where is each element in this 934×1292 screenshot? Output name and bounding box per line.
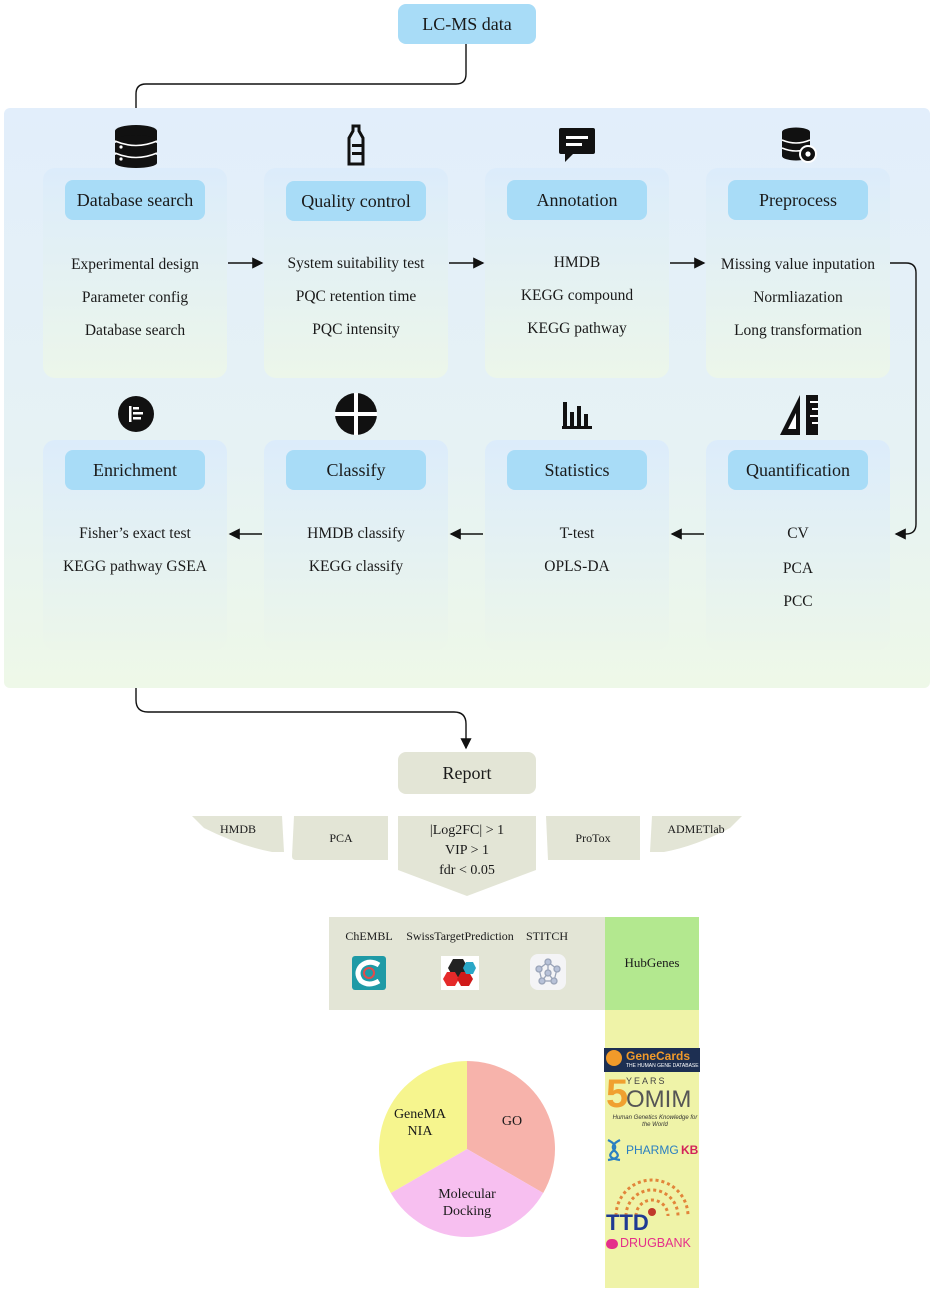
vial-icon <box>347 124 365 166</box>
pie-slice-go <box>467 1061 555 1193</box>
source-chembl-label: ChEMBL <box>345 929 393 943</box>
item-parameter-config: Parameter config <box>81 289 189 306</box>
omim-fifty: 5 <box>606 1072 629 1116</box>
drugbank-logo: DRUGBANK <box>606 1236 700 1252</box>
swisstarget-logo-icon <box>441 956 479 990</box>
lcms-data-box: LC-MS data <box>398 4 536 44</box>
omim-logo: 5 YEARS OMIM Human Genetics Knowledge fo… <box>606 1072 700 1134</box>
pill-quantification: Quantification <box>728 450 868 490</box>
enrichment-list-icon <box>118 396 154 432</box>
item-missing-value: Missing value inputation <box>720 256 876 273</box>
filter-pca: PCA <box>329 831 353 845</box>
pie-slice-molecular-docking <box>390 1149 544 1237</box>
filter-log2fc: |Log2FC| > 1 <box>429 823 505 838</box>
pill-statistics: Statistics <box>507 450 647 490</box>
item-pca: PCA <box>782 560 814 577</box>
pill-classify: Classify <box>286 450 426 490</box>
drugbank-text: DRUGBANK <box>620 1236 691 1250</box>
pill-enrichment: Enrichment <box>65 450 205 490</box>
item-pcc: PCC <box>783 593 813 610</box>
source-swiss-label: SwissTargetPrediction <box>406 929 514 943</box>
chembl-logo-icon <box>352 956 386 990</box>
genecards-title: GeneCards <box>626 1049 691 1063</box>
bar-chart-icon <box>562 402 592 429</box>
item-fishers-test: Fisher’s exact test <box>79 525 191 542</box>
pie-label-genemania: GeneMA NIA <box>393 1107 447 1139</box>
flow-arrows <box>228 257 917 540</box>
chat-annotation-icon <box>559 128 595 162</box>
analysis-pie-chart <box>379 1061 555 1237</box>
genecards-logo: GeneCards THE HUMAN GENE DATABASE <box>604 1048 700 1072</box>
classify-quadrant-icon <box>335 393 377 435</box>
pharmgkb-icon <box>607 1139 621 1162</box>
omim-years: YEARS <box>626 1076 667 1086</box>
database-settings-icon <box>781 127 817 163</box>
item-normalization: Normliazation <box>753 289 843 306</box>
item-hmdb-classify: HMDB classify <box>307 525 405 542</box>
item-opls-da: OPLS-DA <box>544 558 610 575</box>
omim-tagline: Human Genetics Knowledge for the World <box>612 1115 698 1128</box>
omim-text: OMIM <box>626 1086 692 1113</box>
pill-quality-control: Quality control <box>286 181 426 221</box>
genecards-subtitle: THE HUMAN GENE DATABASE <box>626 1063 699 1069</box>
pill-database-search: Database search <box>65 180 205 220</box>
pie-slice-genemania <box>379 1061 467 1193</box>
filter-vip: VIP > 1 <box>445 843 489 858</box>
pharmgkb-text-b: KB <box>681 1143 699 1157</box>
item-kegg-pathway: KEGG pathway <box>527 320 627 337</box>
filter-hmdb: HMDB <box>219 822 256 836</box>
pill-preprocess: Preprocess <box>728 180 868 220</box>
ttd-logo-icon <box>614 1178 690 1217</box>
pill-annotation: Annotation <box>507 180 647 220</box>
item-kegg-classify: KEGG classify <box>308 558 404 575</box>
item-database-search: Database search <box>84 322 186 339</box>
item-log-transformation: Long transformation <box>734 322 862 339</box>
pie-label-go: GO <box>501 1114 523 1129</box>
pharmgkb-logo: PHARMG KB <box>606 1138 700 1162</box>
filter-protox: ProTox <box>575 831 611 845</box>
filter-admetlab: ADMETlab <box>667 822 725 836</box>
item-experimental-design: Experimental design <box>71 256 199 273</box>
item-kegg-compound: KEGG compound <box>520 287 634 304</box>
item-pqc-intensity: PQC intensity <box>312 321 400 338</box>
item-pqc-retention: PQC retention time <box>295 288 417 305</box>
hubgenes-label: HubGenes <box>624 955 680 970</box>
filter-fdr: fdr < 0.05 <box>439 863 495 878</box>
database-icon <box>114 125 158 168</box>
item-kegg-gsea: KEGG pathway GSEA <box>63 558 207 575</box>
item-t-test: T-test <box>559 525 595 542</box>
report-box: Report <box>398 752 536 794</box>
item-cv: CV <box>787 525 809 542</box>
stitch-logo-icon <box>530 954 566 990</box>
pharmgkb-text-a: PHARMG <box>626 1143 679 1157</box>
item-hmdb: HMDB <box>553 254 601 271</box>
source-stitch-label: STITCH <box>526 929 568 943</box>
ruler-triangle-icon <box>780 395 818 435</box>
drugbank-pill-icon <box>606 1239 618 1249</box>
ttd-text: TTD <box>606 1210 649 1235</box>
hubgenes-box <box>605 917 699 1010</box>
item-system-suitability: System suitability test <box>287 255 425 272</box>
pie-label-molecular-docking: Molecular Docking <box>438 1187 496 1219</box>
